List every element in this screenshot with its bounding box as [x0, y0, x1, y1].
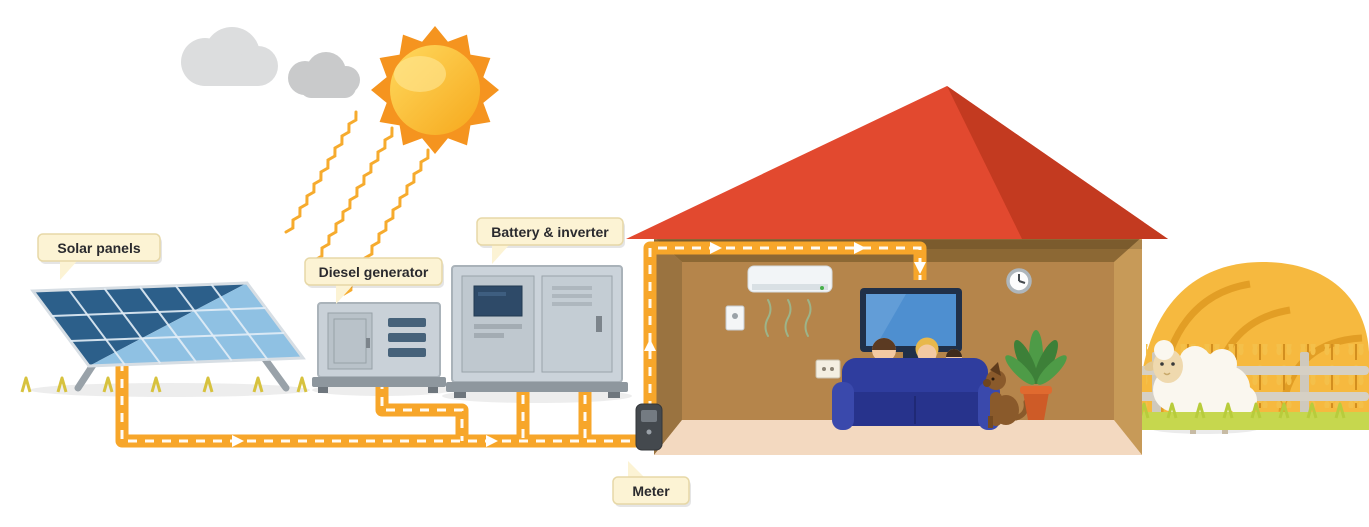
flow-arrow-right-icon [854, 242, 866, 254]
cloud-left-icon [181, 27, 278, 86]
grass-right [1130, 402, 1369, 430]
flow-arrow-down-icon [914, 262, 926, 274]
flow-arrow-right-icon [232, 435, 244, 447]
flow-arrow-right-icon [486, 435, 498, 447]
air-conditioner-icon [747, 265, 833, 337]
label-pointer [336, 284, 354, 304]
roof-shadow [947, 86, 1168, 239]
label-pointer [628, 461, 646, 479]
thermostat-icon [725, 305, 745, 331]
label-solar-panels: Solar panels [37, 233, 162, 280]
diesel-generator [312, 302, 446, 393]
clock-icon [1006, 268, 1032, 294]
dog-icon [983, 362, 1029, 428]
flow-arrow-up-icon [644, 339, 656, 351]
flow-arrow-right-icon [710, 242, 722, 254]
grass-left [20, 376, 308, 393]
wall-switch-icon [815, 359, 841, 379]
tv-icon [860, 288, 962, 365]
meter-device [635, 403, 663, 451]
label-battery-inverter-text: Battery & inverter [491, 224, 609, 240]
label-diesel-generator: Diesel generator [304, 257, 444, 304]
label-pointer [492, 244, 510, 264]
label-battery-inverter: Battery & inverter [476, 217, 625, 264]
label-meter-text: Meter [632, 483, 670, 499]
sun-icon [371, 26, 499, 154]
energy-pipes [115, 241, 927, 448]
solar-panels [30, 281, 306, 392]
label-diesel-generator-text: Diesel generator [319, 264, 429, 280]
label-solar-panels-text: Solar panels [57, 240, 140, 256]
label-pointer [60, 260, 78, 280]
potted-plant-icon [1005, 330, 1067, 420]
battery-inverter [446, 265, 628, 398]
couch [832, 358, 1000, 430]
label-meter: Meter [612, 461, 691, 507]
cloud-right-icon [288, 52, 360, 98]
